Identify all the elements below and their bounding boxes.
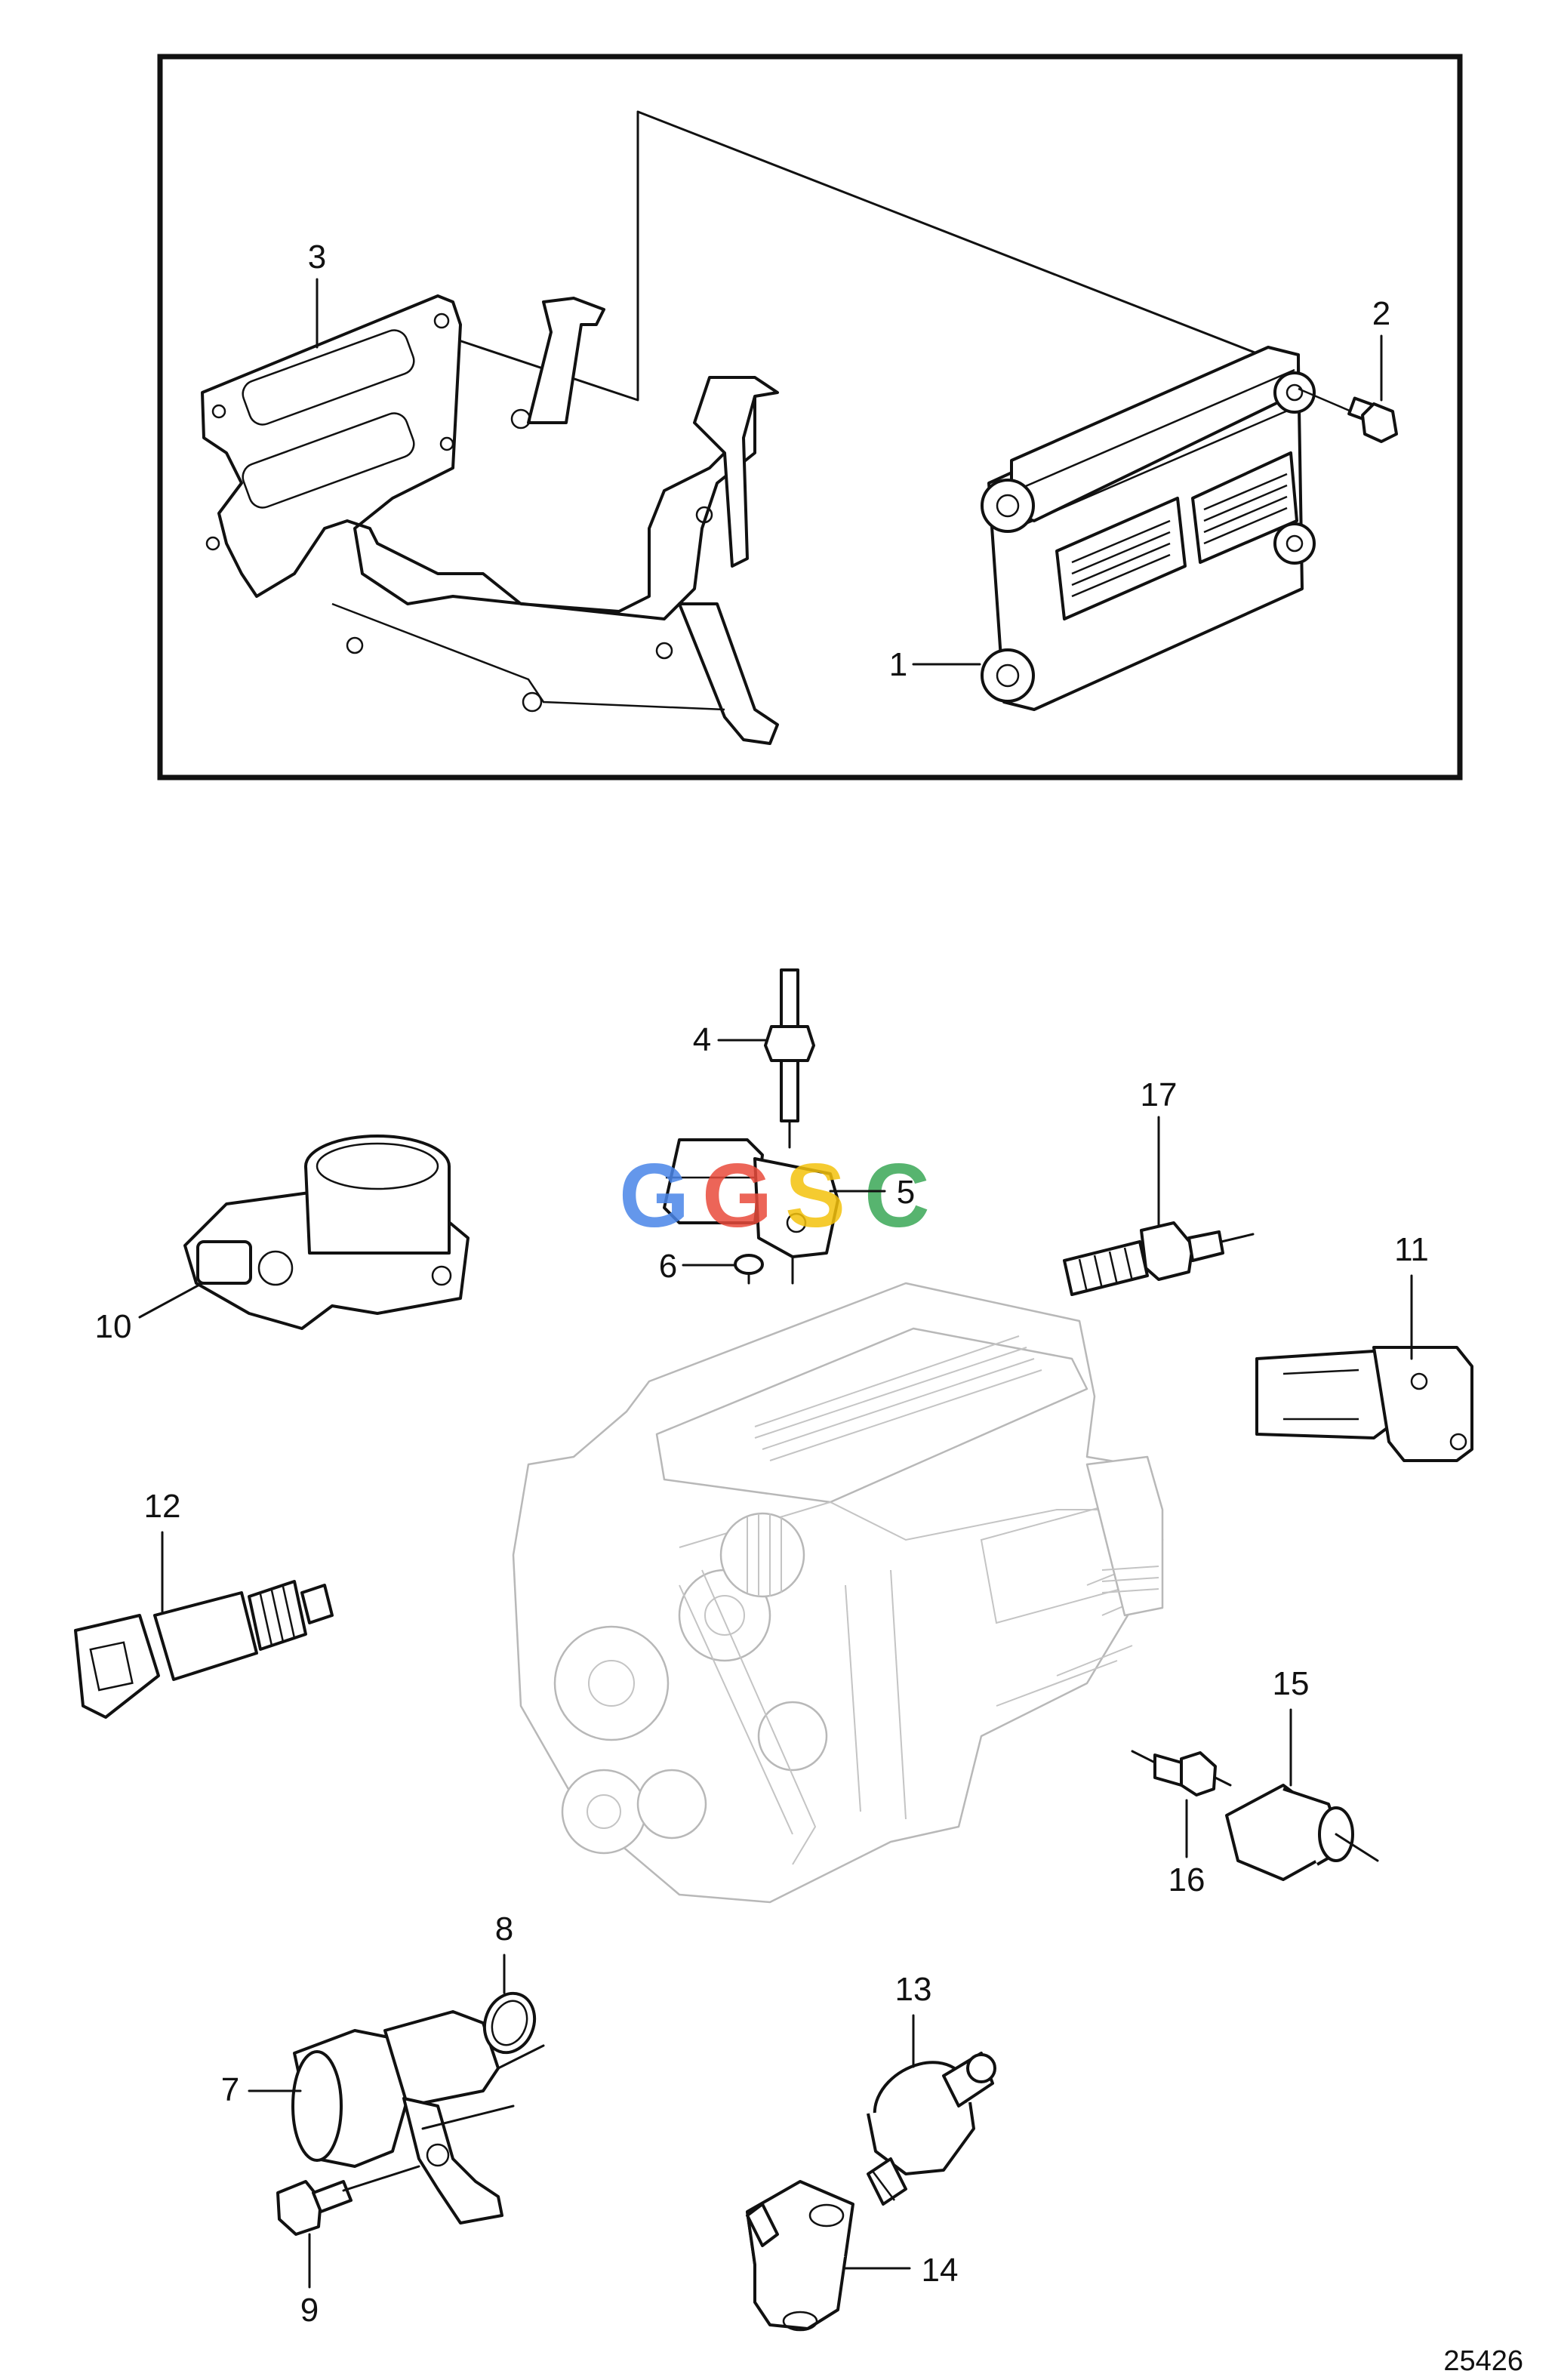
oil-pressure-sender	[1225, 1784, 1379, 1881]
svg-text:S: S	[785, 1145, 845, 1246]
ecu-mounting-bracket	[201, 294, 779, 745]
svg-text:12: 12	[144, 1488, 181, 1525]
callout-13: 13	[895, 1971, 932, 2068]
sensor-bolt	[276, 2165, 420, 2236]
svg-text:5: 5	[897, 1174, 915, 1211]
svg-text:15: 15	[1273, 1665, 1310, 1702]
callout-10: 10	[95, 1282, 204, 1345]
svg-text:9: 9	[300, 2292, 319, 2329]
ecu-bolt	[1298, 387, 1398, 443]
callout-1: 1	[889, 646, 981, 683]
camshaft-sensor-assembly	[291, 2010, 545, 2225]
oil-pressure-sensor	[867, 2052, 996, 2206]
callout-11: 11	[1394, 1231, 1429, 1360]
crankshaft-position-sensor	[663, 1138, 839, 1258]
callout-2: 2	[1372, 295, 1390, 402]
callout-15: 15	[1273, 1665, 1310, 1787]
svg-text:6: 6	[659, 1248, 677, 1285]
callout-3: 3	[308, 239, 326, 349]
svg-text:8: 8	[495, 1910, 513, 1947]
callout-8: 8	[495, 1910, 513, 1994]
svg-text:G: G	[702, 1145, 772, 1246]
svg-text:G: G	[619, 1145, 689, 1246]
svg-text:14: 14	[922, 2252, 959, 2289]
camshaft-position-sensor	[1255, 1346, 1473, 1462]
callout-4: 4	[693, 1021, 767, 1058]
svg-text:1: 1	[889, 646, 907, 683]
svg-text:C: C	[864, 1145, 930, 1246]
svg-text:11: 11	[1394, 1231, 1429, 1268]
sensor-adapter-fitting	[1131, 1750, 1232, 1797]
svg-text:2: 2	[1372, 295, 1390, 332]
svg-text:16: 16	[1168, 1861, 1205, 1898]
o-ring-camshaft-sensor	[482, 1991, 537, 2055]
callout-5: 5	[829, 1174, 915, 1211]
callout-16: 16	[1168, 1799, 1205, 1898]
callout-9: 9	[300, 2233, 319, 2329]
svg-text:3: 3	[308, 239, 326, 276]
throttle-body	[183, 1135, 470, 1330]
callout-7: 7	[221, 2071, 302, 2108]
svg-text:10: 10	[95, 1308, 132, 1345]
pressure-sensor-adapter	[746, 2180, 911, 2332]
engine-control-module	[981, 346, 1316, 711]
svg-text:13: 13	[895, 1971, 932, 2008]
svg-text:4: 4	[693, 1021, 711, 1058]
callout-12: 12	[144, 1488, 181, 1613]
temperature-sensor-17	[1063, 1221, 1255, 1296]
svg-text:7: 7	[221, 2071, 239, 2108]
callout-6: 6	[659, 1248, 735, 1285]
callout-17: 17	[1141, 1076, 1178, 1228]
mounting-stud	[764, 968, 815, 1149]
o-ring-small	[734, 1254, 794, 1285]
ecu-section-frame	[157, 54, 1463, 781]
callout-14: 14	[922, 2252, 959, 2289]
coolant-temperature-sensor	[74, 1580, 334, 1719]
watermark-logo: G G S C	[619, 1145, 930, 1246]
svg-text:17: 17	[1141, 1076, 1178, 1113]
figure-number: 25426	[1443, 2345, 1523, 2377]
engine-assembly-illustration	[512, 1282, 1164, 1904]
